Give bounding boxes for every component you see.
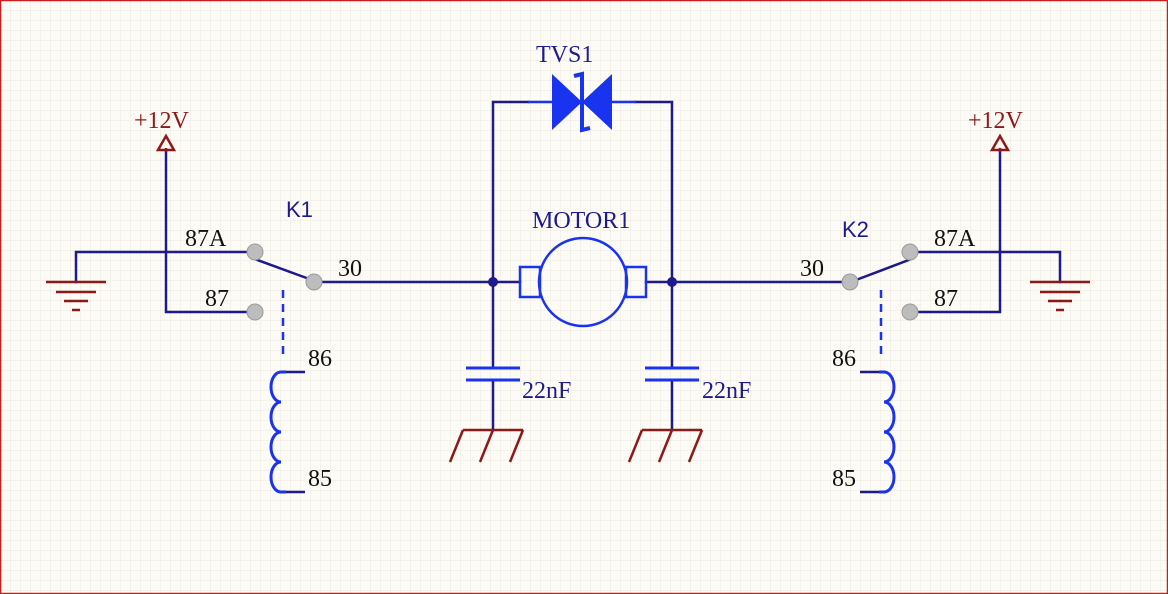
tvs-triangle-left — [552, 74, 582, 130]
k1-pin-30 — [305, 273, 323, 291]
power-arrow-icon — [155, 133, 177, 152]
k1-pin-87 — [246, 303, 264, 321]
relay-k2[interactable]: K2 87A 87 30 86 85 — [800, 217, 976, 494]
ground-icon — [1030, 280, 1090, 312]
wire-k1-87-to-supply[interactable] — [164, 150, 250, 314]
wire-k2-87a-to-ground[interactable] — [916, 250, 1062, 284]
motor-designator: MOTOR1 — [532, 208, 630, 234]
k2-pin-87-label: 87 — [934, 286, 958, 312]
cap-left-value: 22nF — [522, 378, 571, 404]
relay-k1[interactable]: K1 87A 87 30 86 85 — [185, 197, 362, 494]
k2-pin-30-label: 30 — [800, 256, 824, 282]
power-arrow-icon — [989, 133, 1011, 152]
ground-icon — [46, 280, 106, 312]
k2-pin-86-label: 86 — [832, 346, 856, 372]
wire-tvs-right[interactable] — [634, 100, 674, 284]
motor[interactable]: MOTOR1 — [518, 208, 648, 328]
tvs-diode[interactable]: TVS1 — [528, 42, 636, 133]
power-port-right[interactable]: +12V — [968, 108, 1024, 152]
power-right-label: +12V — [968, 108, 1024, 134]
k1-pin-85-label: 85 — [308, 466, 332, 492]
tvs-triangle-right — [582, 74, 612, 130]
k1-designator: K1 — [286, 197, 313, 222]
k1-pin-30-label: 30 — [338, 256, 362, 282]
wire-tvs-left[interactable] — [491, 100, 530, 284]
k2-pin-87a-label: 87A — [934, 226, 976, 252]
k2-switch-arm — [855, 256, 915, 282]
k1-coil — [269, 370, 286, 494]
k1-pin-87a — [246, 243, 264, 261]
motor-brush-left — [518, 265, 542, 299]
k2-pin-85-label: 85 — [832, 466, 856, 492]
k2-coil — [879, 370, 896, 494]
k1-pin-86-label: 86 — [308, 346, 332, 372]
power-port-left[interactable]: +12V — [134, 108, 190, 152]
k2-designator: K2 — [842, 217, 869, 242]
cap-right-value: 22nF — [702, 378, 751, 404]
chassis-ground-right-icon — [627, 428, 704, 463]
k1-switch-arm — [251, 256, 313, 282]
junction-left — [488, 277, 498, 287]
capacitor-left[interactable]: 22nF — [466, 366, 571, 404]
wire-k1-87a-to-ground[interactable] — [74, 250, 250, 284]
tvs-bar — [573, 71, 591, 133]
motor-brush-right — [624, 265, 648, 299]
k1-pin-87a-label: 87A — [185, 226, 227, 252]
wire-k2-87-to-supply[interactable] — [916, 150, 1002, 314]
capacitor-right[interactable]: 22nF — [645, 366, 751, 404]
power-left-label: +12V — [134, 108, 190, 134]
k2-pin-87 — [901, 303, 919, 321]
k1-pin-87-label: 87 — [205, 286, 229, 312]
k2-pin-87a — [901, 243, 919, 261]
tvs-designator: TVS1 — [536, 42, 593, 68]
k2-pin-30 — [841, 273, 859, 291]
junction-right — [667, 277, 677, 287]
wires — [74, 100, 1062, 432]
chassis-ground-left-icon — [448, 428, 525, 463]
